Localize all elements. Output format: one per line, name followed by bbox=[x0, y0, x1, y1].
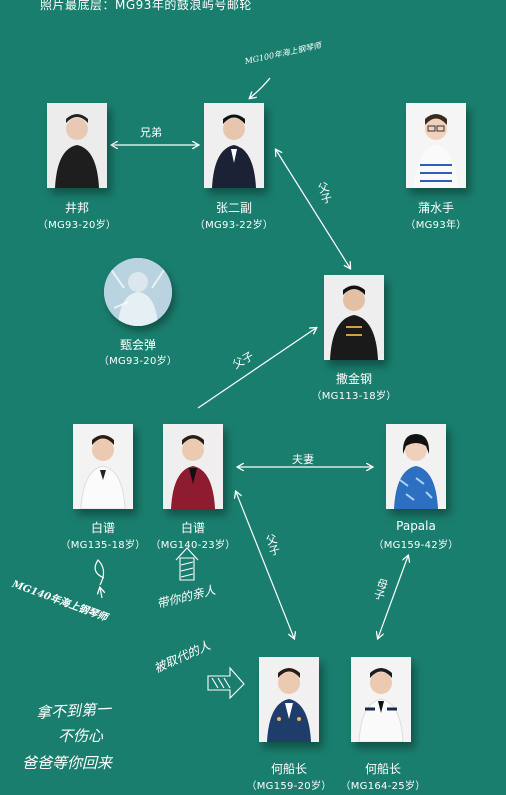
poem-line-1: 拿不到第一 bbox=[35, 700, 112, 722]
zhen-sub: （MG93-20岁） bbox=[98, 356, 178, 367]
jingbang-name: 井邦 bbox=[64, 201, 90, 215]
couple-label: 夫妻 bbox=[292, 453, 314, 466]
bai2-photo bbox=[163, 424, 223, 509]
pu-name: 蒲水手 bbox=[417, 201, 455, 215]
father-son-line-2 bbox=[197, 328, 316, 409]
he2-sub: （MG164-25岁） bbox=[340, 781, 426, 792]
papala-name: Papala bbox=[396, 519, 436, 533]
zhang-sub: （MG93-22岁） bbox=[194, 220, 274, 231]
poem-line-3: 爸爸等你回来 bbox=[22, 754, 113, 772]
page-title: 照片最底层：MG93年的鼓浪屿号邮轮 bbox=[40, 0, 252, 12]
bai1-sub: （MG135-18岁） bbox=[60, 540, 146, 551]
mg140-arrow bbox=[100, 588, 102, 599]
father-son-line-3 bbox=[236, 492, 294, 638]
mg140-swirl bbox=[94, 559, 105, 586]
pu-photo bbox=[406, 103, 466, 188]
pu-sub: （MG93年） bbox=[405, 220, 467, 231]
replace-arrow bbox=[207, 666, 245, 700]
mother-son-line bbox=[378, 556, 408, 638]
bai1-name: 白谱 bbox=[90, 521, 116, 535]
he1-sub: （MG159-20岁） bbox=[246, 781, 332, 792]
he1-photo bbox=[259, 657, 319, 742]
brothers-label: 兄弟 bbox=[140, 126, 162, 139]
bai2-name: 白谱 bbox=[180, 521, 206, 535]
bai2-sub: （MG140-23岁） bbox=[150, 540, 236, 551]
jingbang-photo bbox=[47, 103, 107, 188]
bai1-photo bbox=[73, 424, 133, 509]
he2-name: 何船长 bbox=[364, 762, 402, 776]
sa-name: 撒金钢 bbox=[335, 372, 373, 386]
poem-line-2: 不伤心 bbox=[58, 727, 104, 745]
zhang-photo bbox=[204, 103, 264, 188]
papala-sub: （MG159-42岁） bbox=[373, 540, 459, 551]
papala-photo bbox=[386, 424, 446, 509]
mg100-arrow bbox=[250, 77, 271, 98]
he2-photo bbox=[351, 657, 411, 742]
bring-arrow bbox=[175, 547, 199, 581]
he1-name: 何船长 bbox=[270, 762, 308, 776]
zhen-photo bbox=[104, 258, 172, 326]
zhang-name: 张二副 bbox=[215, 201, 253, 215]
zhen-name: 甄会弹 bbox=[119, 338, 157, 352]
father-son-line-1 bbox=[276, 150, 350, 268]
jingbang-sub: （MG93-20岁） bbox=[37, 220, 117, 231]
sa-sub: （MG113-18岁） bbox=[311, 391, 397, 402]
sa-photo bbox=[324, 275, 384, 360]
